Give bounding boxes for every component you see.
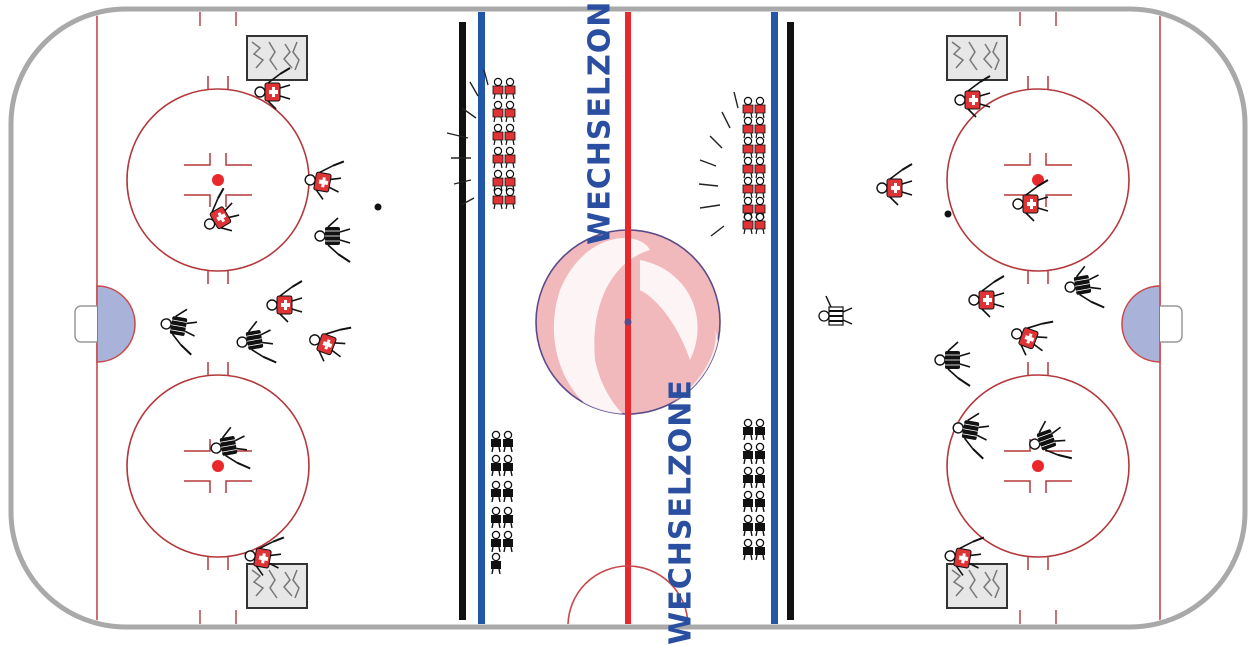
center-faceoff-dot bbox=[625, 319, 632, 326]
goal-cage-top-right-icon bbox=[947, 36, 1007, 80]
puck bbox=[375, 204, 382, 211]
blue-line-right bbox=[771, 10, 778, 626]
puck bbox=[945, 211, 952, 218]
center-red-line bbox=[625, 10, 631, 626]
goal-cage-bottom-right-icon bbox=[947, 564, 1007, 608]
bench-wall-left bbox=[459, 22, 466, 620]
change-zone-label-bottom: WECHSELZONE bbox=[664, 379, 699, 645]
goal-net-left bbox=[75, 306, 97, 342]
bench-wall-right bbox=[787, 22, 794, 620]
goal-cage-top-left-icon bbox=[247, 36, 307, 80]
change-zone-label-top: WECHSELZONE bbox=[583, 0, 618, 245]
blue-line-left bbox=[478, 10, 485, 626]
goal-net-right bbox=[1160, 306, 1182, 342]
goal-cage-bottom-left-icon bbox=[247, 564, 307, 608]
